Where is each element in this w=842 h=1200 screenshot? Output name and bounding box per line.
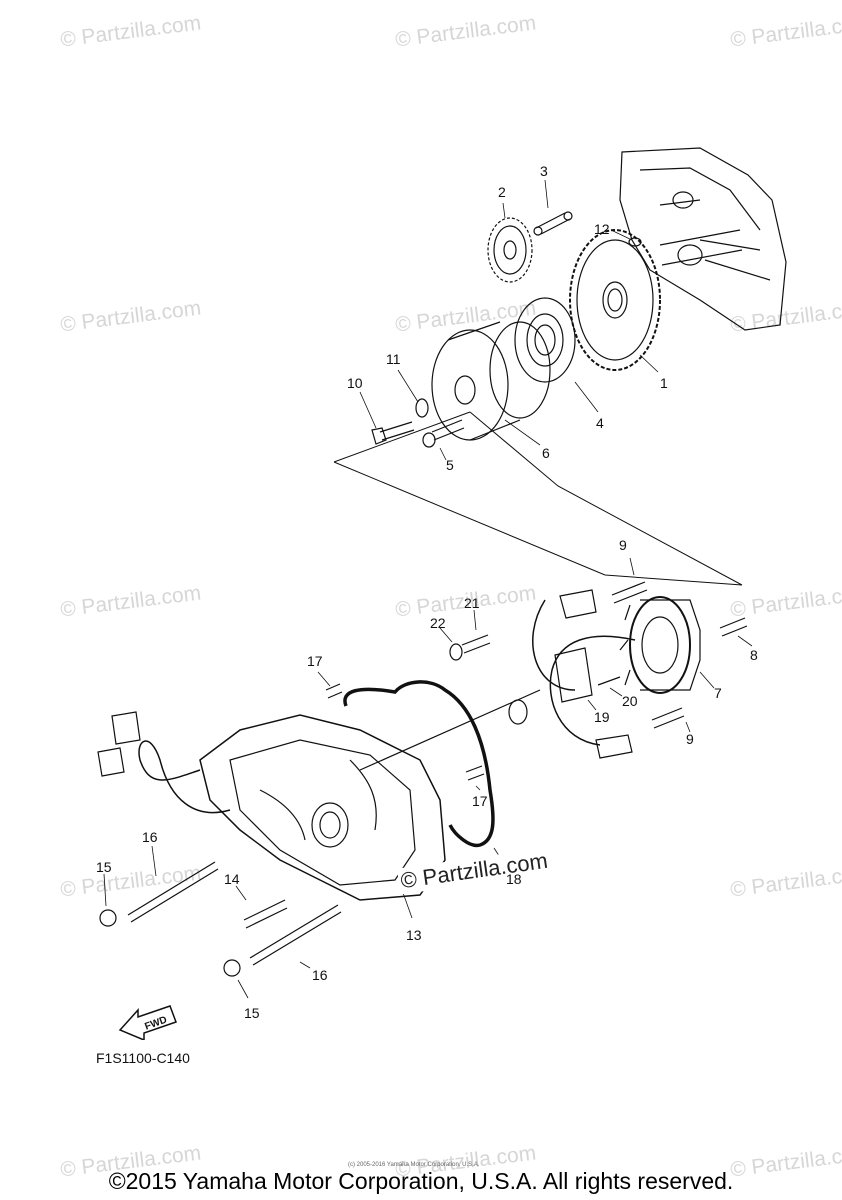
socket-bolt [422,419,465,448]
copyright-footer: ©2015 Yamaha Motor Corporation, U.S.A. A… [108,1168,734,1194]
callout-1: 1 [660,375,668,391]
coupler [111,711,141,745]
leader-lines [103,179,753,999]
rotor-bolt [371,421,415,445]
starter-wheel-gear [569,229,661,371]
callout-6: 6 [542,445,550,461]
callout-2: 2 [498,184,506,200]
oil-seal [508,699,528,725]
gasket-washer [449,643,463,661]
callout-4: 4 [596,415,604,431]
stator-bolt [651,707,685,729]
callout-16b: 16 [312,967,328,983]
callout-7: 7 [714,685,722,701]
nut [99,909,117,927]
pickup-bolt [597,676,621,686]
diagram-code: F1S1100-C140 [96,1050,190,1066]
stator-wire [532,599,636,746]
callout-9a: 9 [619,537,627,553]
group-frame [333,411,743,586]
callout-9b: 9 [686,731,694,747]
nut [223,959,241,977]
axis-line [359,689,541,771]
crankcase-detail [639,167,771,281]
callout-22: 22 [430,615,446,631]
callout-12: 12 [594,221,610,237]
washer [415,398,429,418]
callout-20: 20 [622,693,638,709]
long-stud [249,904,342,966]
idler-shaft [533,211,573,236]
crankshaft [659,229,743,266]
crankshaft-end [677,244,703,266]
cover-bolt-14 [243,899,288,929]
long-stud [127,861,219,923]
callout-16a: 16 [142,829,158,845]
crank-boss [672,191,694,209]
cover-gasket [343,680,495,848]
one-way-clutch [514,297,576,383]
callout-21: 21 [464,595,480,611]
callout-11: 11 [386,351,401,367]
connector-2 [595,734,633,759]
coupler-2 [97,747,125,777]
callout-18: 18 [506,871,522,887]
callout-19: 19 [594,709,610,725]
callout-17a: 17 [307,653,323,669]
callout-13: 13 [406,927,422,943]
rotor-assembly [431,321,551,441]
idler-gear [487,217,533,283]
callout-15a: 15 [96,859,112,875]
callout-15b: 15 [244,1005,260,1021]
lead-wire [138,740,231,814]
stator-bolt [611,581,648,604]
connector [559,589,597,619]
callout-8: 8 [750,647,758,663]
callout-10: 10 [347,375,363,391]
stator-assembly [619,596,701,694]
fine-print: (c) 2005-2016 Yamaha Motor Corporation, … [348,1162,480,1168]
cover-bolt [461,634,491,654]
callout-3: 3 [540,163,548,179]
callout-14: 14 [224,871,240,887]
dowel-pin [325,683,343,699]
fwd-arrow-icon: FWD [118,1005,177,1040]
dowel-pin [465,765,485,781]
pickup-coil [554,647,593,703]
callout-5: 5 [446,457,454,473]
stator-bolt [719,617,748,637]
callout-17b: 17 [472,793,488,809]
